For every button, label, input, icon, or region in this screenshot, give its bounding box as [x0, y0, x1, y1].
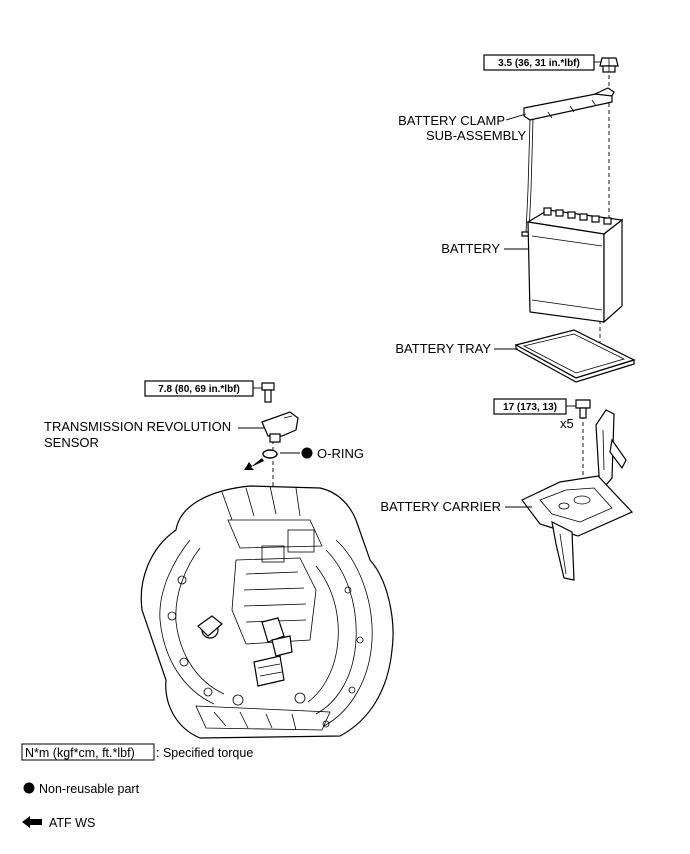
sensor-label-1: TRANSMISSION REVOLUTION — [44, 419, 231, 434]
battery-clamp-label-2: SUB-ASSEMBLY — [426, 128, 527, 143]
legend-torque-desc: : Specified torque — [156, 746, 253, 760]
sensor-label-2: SENSOR — [44, 435, 99, 450]
transaxle-assembly — [140, 485, 394, 739]
o-ring-nonreusable-dot — [301, 447, 313, 459]
bolt-quantity: x5 — [560, 416, 574, 431]
battery-carrier-part — [521, 409, 634, 581]
legend-atf: ATF WS — [22, 816, 95, 830]
legend-torque: N*m (kgf*cm, ft.*lbf) : Specified torque — [21, 743, 253, 761]
carrier-torque-value: 17 (173, 13) — [503, 402, 557, 413]
o-ring-label: O-RING — [317, 446, 364, 461]
battery-clamp-label-1: BATTERY CLAMP — [398, 113, 505, 128]
legend-atf-text: ATF WS — [49, 816, 95, 830]
atf-arrow-icon — [244, 458, 264, 470]
legend-torque-box-text: N*m (kgf*cm, ft.*lbf) — [25, 746, 135, 760]
legend-nonreusable-text: Non-reusable part — [39, 782, 140, 796]
battery-part — [526, 207, 624, 324]
clamp-torque-callout: 3.5 (36, 31 in.*lbf) — [483, 54, 602, 71]
transmission-revolution-sensor-part — [261, 411, 299, 443]
sensor-torque-value: 7.8 (80, 69 in.*lbf) — [158, 384, 240, 395]
battery-carrier-label: BATTERY CARRIER — [380, 499, 501, 514]
sensor-bolt — [261, 382, 275, 403]
battery-label: BATTERY — [441, 241, 500, 256]
battery-clamp-part — [521, 87, 615, 237]
carrier-bolt — [575, 399, 591, 419]
sensor-torque-callout: 7.8 (80, 69 in.*lbf) — [144, 380, 262, 397]
battery-clamp-leader — [505, 113, 527, 121]
battery-tray-label: BATTERY TRAY — [395, 341, 491, 356]
battery-tray-part — [514, 329, 636, 383]
carrier-torque-callout: 17 (173, 13) — [493, 398, 576, 415]
atf-arrow-legend-icon — [22, 816, 42, 828]
clamp-torque-value: 3.5 (36, 31 in.*lbf) — [498, 58, 580, 69]
nonreusable-dot-icon — [23, 782, 35, 794]
legend-nonreusable: Non-reusable part — [23, 782, 140, 796]
clamp-nut — [599, 57, 619, 73]
o-ring-part — [262, 449, 278, 459]
